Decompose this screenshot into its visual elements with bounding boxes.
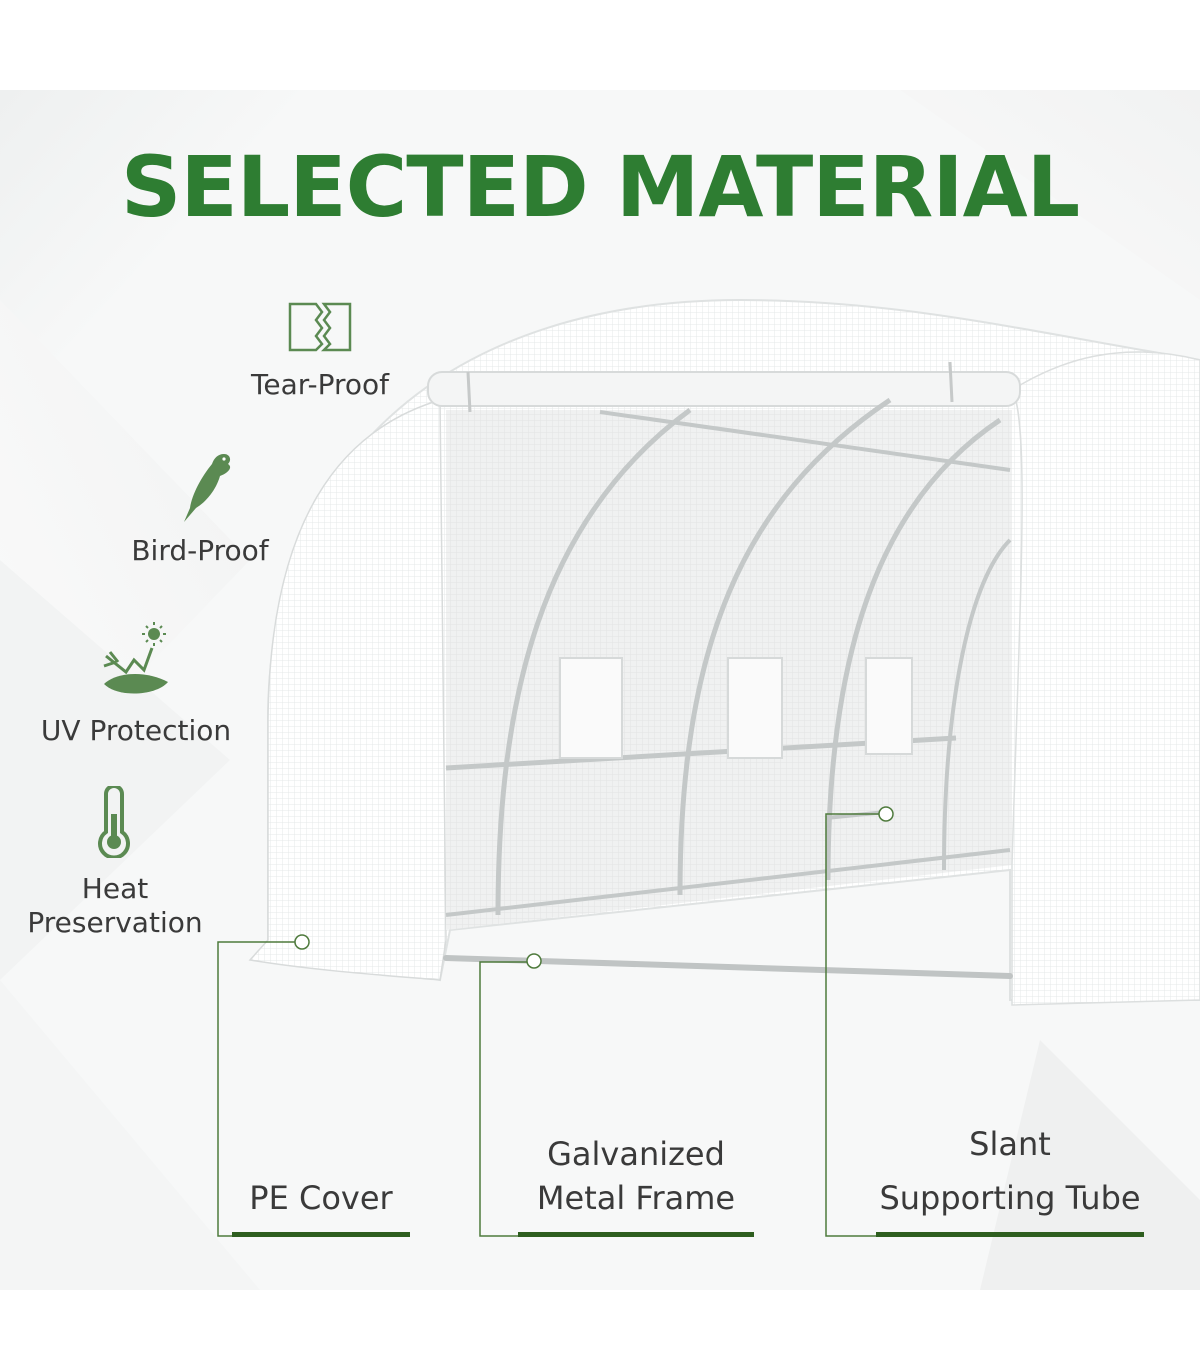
callout-underline <box>876 1232 1144 1237</box>
frame-marker <box>526 953 542 969</box>
feature-uv-protection: UV Protection <box>30 622 242 748</box>
callout-label-line2: Supporting Tube <box>879 1179 1141 1217</box>
callout-metal-frame: Galvanized Metal Frame <box>518 1132 754 1237</box>
callout-label-line1: Slant <box>969 1125 1051 1163</box>
callout-supporting-tube: Slant Supporting Tube <box>872 1122 1148 1237</box>
uv-protection-icon <box>103 622 168 694</box>
feature-label: Bird-Proof <box>131 534 269 567</box>
tear-proof-icon <box>288 302 352 352</box>
page-title: SELECTED MATERIAL <box>120 138 1080 236</box>
bird-icon <box>184 454 231 522</box>
feature-bird-proof: Bird-Proof <box>118 450 282 568</box>
slant-tube-marker <box>878 806 894 822</box>
pe-cover-marker <box>294 934 310 950</box>
callout-label: PE Cover <box>249 1179 393 1217</box>
feature-label: UV Protection <box>40 714 232 747</box>
callout-underline <box>232 1232 410 1237</box>
callout-label-line1: Galvanized <box>547 1135 725 1173</box>
callout-label-line2: Metal Frame <box>536 1179 736 1217</box>
feature-label: Tear-Proof <box>251 368 389 401</box>
callout-pe-cover: PE Cover <box>232 1176 410 1237</box>
feature-label: Heat Preservation <box>27 872 203 939</box>
feature-heat-preservation: Heat Preservation <box>14 786 216 940</box>
thermometer-icon <box>98 786 130 858</box>
feature-tear-proof: Tear-Proof <box>232 300 408 402</box>
callout-underline <box>518 1232 754 1237</box>
